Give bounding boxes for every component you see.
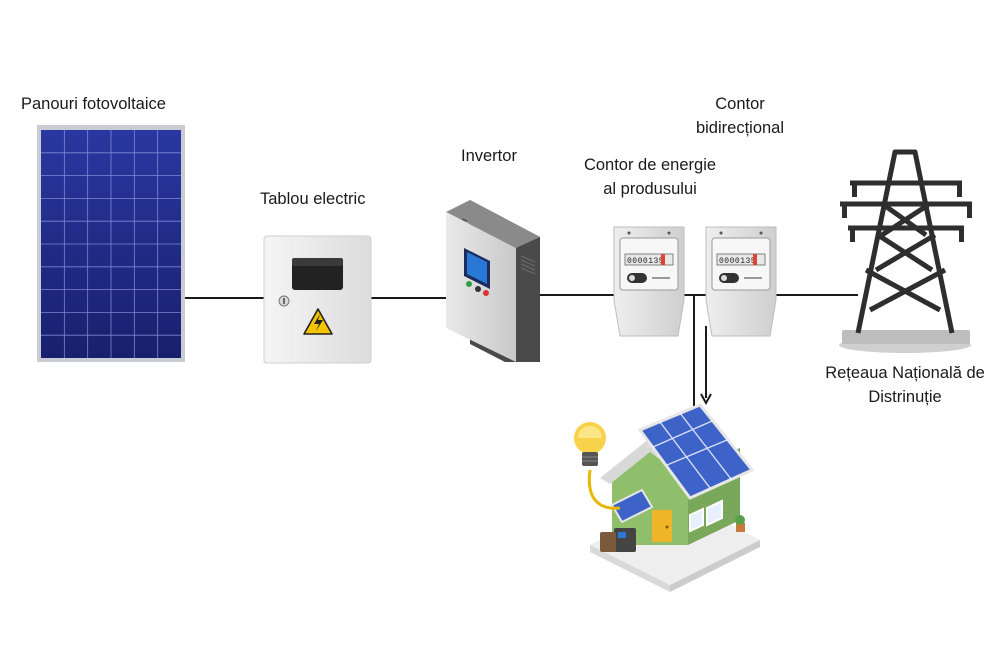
label-panels: Panouri fotovoltaice [21, 95, 166, 113]
solar-panel-icon [37, 125, 185, 362]
producer-meter-display: 0000135 [627, 257, 664, 266]
house-icon [590, 403, 760, 592]
arrow-head [700, 393, 712, 406]
wires [184, 294, 858, 412]
power-tower-icon [839, 149, 972, 353]
electrical-board-icon [263, 235, 372, 364]
label-grid: Rețeaua Națională de Distrinuție [825, 364, 985, 406]
light-bulb-icon [574, 422, 621, 510]
label-producer-meter: Contor de energie al produsului [583, 156, 717, 198]
inverter-icon [446, 200, 540, 362]
label-inverter: Invertor [461, 147, 517, 165]
energy-meter-icon: 0000135 [613, 226, 685, 337]
label-bidirectional-meter: Contor bidirecțional [695, 95, 785, 137]
warning-icon [303, 308, 333, 335]
label-board: Tablou electric [260, 190, 366, 208]
bidirectional-meter-icon: 0000135 [705, 226, 777, 337]
bidirectional-meter-display: 0000135 [719, 257, 756, 266]
